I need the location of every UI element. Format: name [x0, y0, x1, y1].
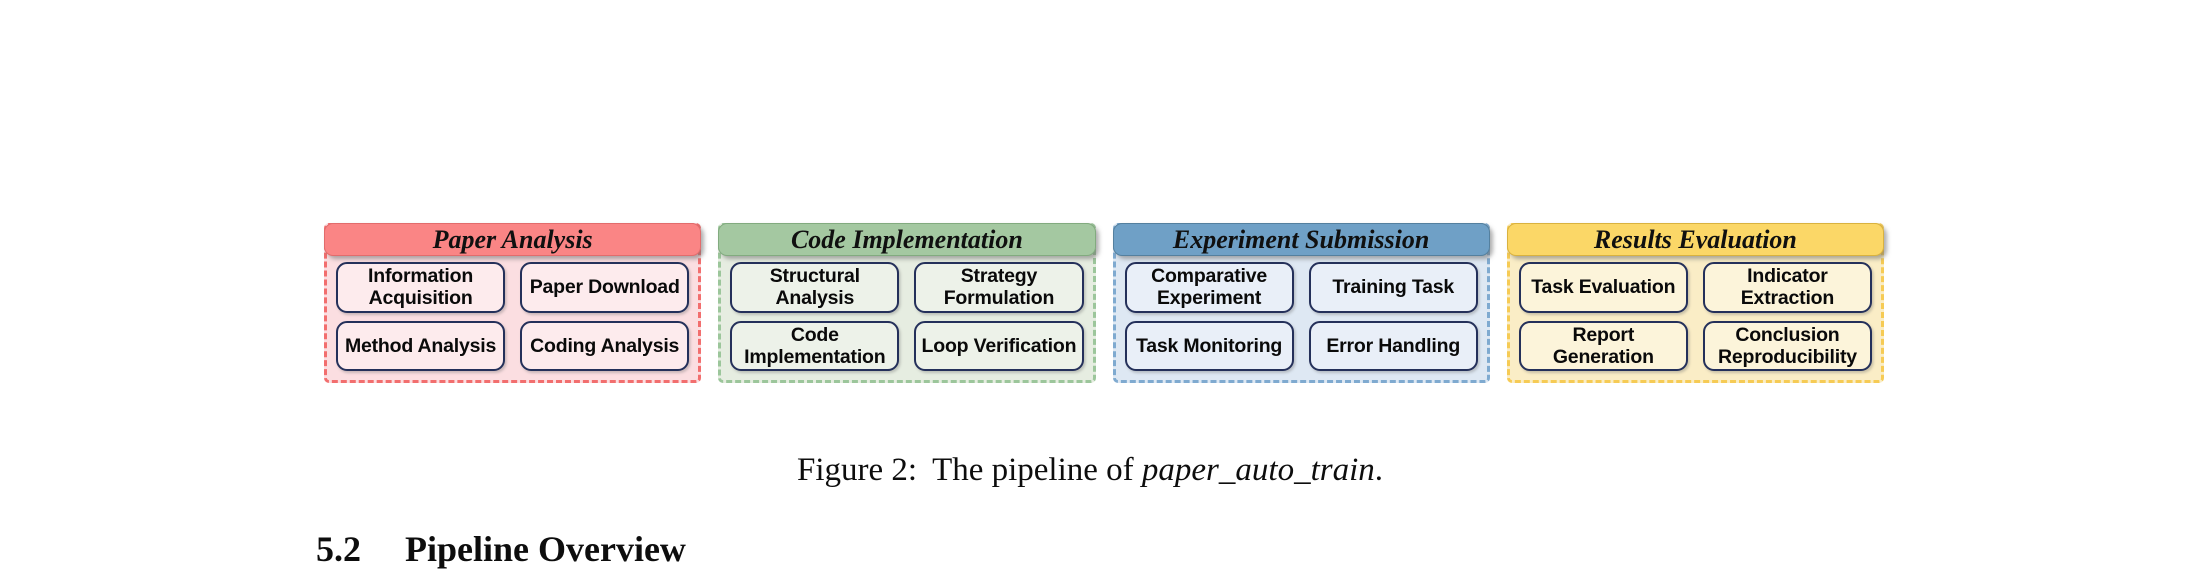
section-heading: 5.2 Pipeline Overview [316, 528, 686, 570]
panel-header-code-implementation: Code Implementation [718, 223, 1096, 257]
panel-body: Information Acquisition Paper Download M… [327, 256, 698, 380]
stage-box-loop-verification: Loop Verification [914, 320, 1084, 371]
stage-box-information-acquisition: Information Acquisition [336, 262, 506, 313]
stage-box-conclusion-reproducibility: Conclusion Reproducibility [1702, 320, 1872, 371]
stage-box-comparative-experiment: Comparative Experiment [1124, 262, 1294, 313]
panel-title: Experiment Submission [1172, 224, 1430, 254]
stage-box-strategy-formulation: Strategy Formulation [914, 262, 1084, 313]
pipeline-panel-results-evaluation: Results Evaluation Task Evaluation Indic… [1506, 223, 1884, 383]
panel-header-results-evaluation: Results Evaluation [1506, 223, 1884, 257]
pipeline-panel-paper-analysis: Paper Analysis Information Acquisition P… [324, 223, 702, 383]
stage-box-paper-download: Paper Download [520, 262, 690, 313]
stage-box-report-generation: Report Generation [1518, 320, 1688, 371]
pipeline-figure: Paper Analysis Information Acquisition P… [324, 223, 1884, 383]
panel-body: Comparative Experiment Training Task Tas… [1116, 256, 1487, 380]
figure-caption-period: . [1374, 452, 1383, 488]
figure-caption: Figure 2: The pipeline of paper_auto_trai… [0, 452, 2180, 489]
pipeline-panel-experiment-submission: Experiment Submission Comparative Experi… [1112, 223, 1490, 383]
figure-caption-text: The pipeline of [932, 452, 1142, 488]
stage-box-training-task: Training Task [1308, 262, 1478, 313]
stage-box-task-evaluation: Task Evaluation [1518, 262, 1688, 313]
section-number: 5.2 [316, 529, 361, 569]
pipeline-panel-code-implementation: Code Implementation Structural Analysis … [718, 223, 1096, 383]
panel-title: Results Evaluation [1593, 224, 1797, 254]
panel-title: Paper Analysis [432, 224, 593, 254]
stage-box-error-handling: Error Handling [1308, 320, 1478, 371]
stage-box-structural-analysis: Structural Analysis [730, 262, 900, 313]
stage-box-task-monitoring: Task Monitoring [1124, 320, 1294, 371]
panel-header-experiment-submission: Experiment Submission [1112, 223, 1490, 257]
figure-caption-label: Figure 2: [796, 452, 918, 488]
figure-caption-emphasis: paper_auto_train [1141, 452, 1375, 488]
stage-box-method-analysis: Method Analysis [336, 320, 506, 371]
stage-box-indicator-extraction: Indicator Extraction [1702, 262, 1872, 313]
panel-header-paper-analysis: Paper Analysis [324, 223, 702, 257]
panel-title: Code Implementation [790, 224, 1023, 254]
stage-box-coding-analysis: Coding Analysis [520, 320, 690, 371]
panel-body: Task Evaluation Indicator Extraction Rep… [1510, 256, 1881, 380]
panel-body: Structural Analysis Strategy Formulation… [721, 256, 1092, 380]
stage-box-code-implementation: Code Implementation [730, 320, 900, 371]
section-title: Pipeline Overview [405, 529, 686, 569]
